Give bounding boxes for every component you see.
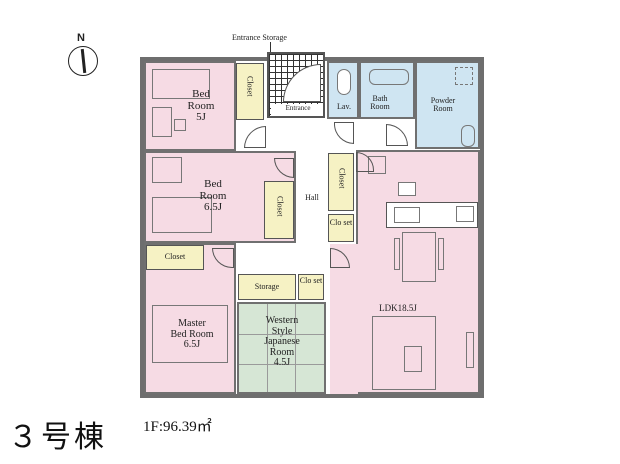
- entrance-storage-label: Entrance Storage: [232, 33, 287, 42]
- tatami-lines: [295, 304, 296, 392]
- bed-icon: [152, 305, 228, 363]
- room-name: Room: [269, 346, 295, 358]
- closet-japanese-room[interactable]: Clo set: [298, 274, 324, 300]
- room-powder[interactable]: Powder Room: [415, 61, 480, 149]
- north-arrow-icon: [68, 46, 98, 76]
- storage-label: Storage: [254, 282, 280, 291]
- room-ldk[interactable]: LDK18.5J: [356, 150, 480, 394]
- room-name: LDK18.5J: [379, 303, 417, 313]
- dining-table-icon: [402, 232, 436, 282]
- room-name: Bed Room: [170, 328, 214, 340]
- closet-label: Closet: [245, 76, 255, 97]
- chair-icon: [174, 119, 186, 131]
- room-size: 6.5J: [183, 339, 201, 350]
- closet-hall-small[interactable]: Clo set: [328, 214, 354, 242]
- closet-label: Closet: [275, 196, 285, 217]
- range-hood-icon: [398, 182, 416, 196]
- closet-hall[interactable]: Closet: [328, 153, 354, 211]
- closet-label: Closet: [337, 168, 347, 189]
- bed-icon: [152, 197, 212, 233]
- storage[interactable]: Storage: [238, 274, 296, 300]
- floor-area: 1F:96.39㎡: [143, 419, 212, 435]
- tatami-lines: [239, 334, 324, 335]
- leader-line: [270, 42, 271, 56]
- room-name: Room: [187, 99, 215, 112]
- room-name: Japanese: [264, 336, 300, 347]
- building-name: ３号棟: [8, 420, 107, 455]
- closet-bedroom-6-5j[interactable]: Closet: [264, 181, 294, 239]
- entrance-label: Entrance: [285, 104, 311, 112]
- entrance-area[interactable]: Entrance: [267, 52, 325, 118]
- room-name: Style: [271, 325, 293, 337]
- north-label: N: [77, 32, 85, 44]
- stove-icon: [456, 206, 474, 222]
- room-size: 6.5J: [203, 201, 223, 214]
- ldk-extension: [330, 244, 358, 394]
- room-western-japanese[interactable]: Western Style Japanese Room 4.5J: [237, 302, 326, 394]
- room-name: Hall: [305, 193, 319, 202]
- tv-stand-icon: [466, 332, 474, 368]
- room-name: Bath: [372, 94, 388, 103]
- chair-icon: [438, 238, 444, 270]
- sofa-icon: [372, 316, 436, 390]
- room-name: Western: [265, 315, 299, 326]
- tatami-lines: [239, 364, 324, 365]
- room-name: Powder: [430, 96, 456, 105]
- chair-icon: [394, 238, 400, 270]
- bathtub-icon: [369, 69, 409, 85]
- closet-label: Closet: [164, 252, 186, 261]
- front-door-swing: [283, 64, 321, 102]
- bed-icon: [152, 69, 210, 99]
- kitchen-sink-icon: [394, 207, 420, 223]
- room-name: Room: [199, 189, 227, 202]
- room-size: 4.5J: [273, 357, 291, 368]
- tatami-lines: [267, 304, 268, 392]
- room-name: Lav.: [337, 102, 351, 111]
- room-size: 5J: [196, 111, 206, 124]
- compass-needle: [80, 48, 87, 74]
- sink-icon: [461, 125, 475, 147]
- closet-bedroom-5j[interactable]: Closet: [236, 63, 264, 120]
- washer-icon: [455, 67, 473, 85]
- closet-label: Clo set: [329, 218, 353, 227]
- toilet-icon: [337, 69, 351, 95]
- room-name: Room: [433, 104, 453, 114]
- room-name: Bed: [204, 178, 222, 190]
- closet-label: Clo set: [299, 276, 323, 285]
- closet-master-top[interactable]: Closet: [146, 245, 204, 270]
- desk-icon: [152, 107, 172, 137]
- desk-icon: [152, 157, 182, 183]
- room-name: Room: [370, 102, 390, 112]
- room-bath[interactable]: Bath Room: [359, 61, 415, 119]
- room-lavatory[interactable]: Lav.: [327, 61, 359, 119]
- room-bedroom-5j[interactable]: Bed Room 5J: [144, 61, 236, 151]
- room-name: Bed: [192, 88, 210, 100]
- room-name: Master: [178, 318, 206, 329]
- coffee-table-icon: [404, 346, 422, 372]
